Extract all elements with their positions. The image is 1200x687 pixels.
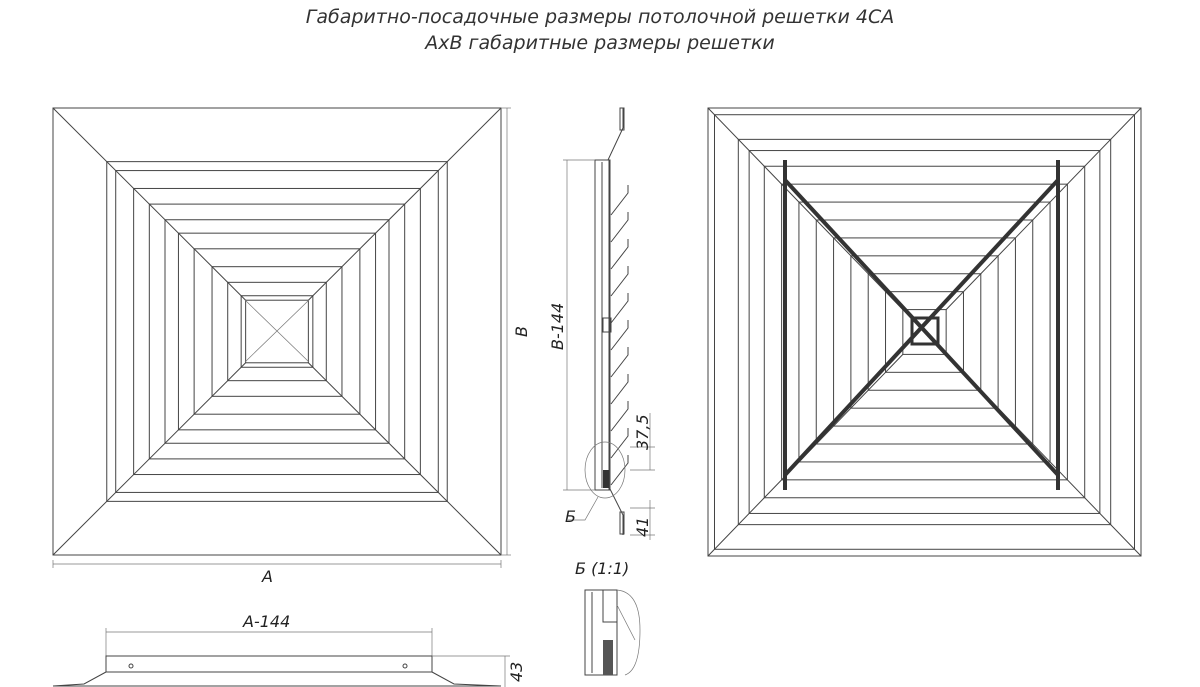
louvre-blade	[610, 185, 629, 216]
detail-view-b: Б (1:1)	[575, 559, 641, 676]
louvre-blade	[610, 401, 629, 432]
grille-frame-square	[52, 107, 502, 556]
dimension-b: В	[501, 107, 531, 556]
grille-frame-square	[850, 255, 999, 409]
louvre-blade	[610, 293, 629, 324]
grille-frame-square	[193, 248, 361, 415]
grille-frame-square	[867, 273, 982, 391]
grille-frame-square	[748, 150, 1101, 514]
grille-frame-square	[737, 138, 1112, 526]
louvre-blade	[610, 428, 629, 459]
grille-frame-square	[902, 309, 947, 355]
grille-diagonal	[707, 107, 904, 310]
grille-frame-square	[781, 183, 1068, 481]
grille-frame-square	[240, 295, 314, 368]
dimension-a-label: А	[261, 567, 273, 586]
grille-frame-square	[713, 114, 1136, 550]
louvre-blade	[610, 455, 629, 486]
grille-diagonal	[945, 107, 1142, 310]
grille-frame-square	[763, 165, 1086, 499]
grille-diagonal	[308, 362, 502, 556]
grille-frame-square	[148, 203, 406, 460]
louvre-blade	[610, 239, 629, 270]
depth-dimension-label: 43	[507, 662, 526, 682]
dimension-a-144-label: А-144	[242, 612, 290, 631]
center-cross	[244, 299, 310, 363]
louvre-pitch-label: 37,5	[633, 414, 652, 450]
louvre-blade	[610, 374, 629, 405]
grille-frame-square	[211, 266, 343, 397]
grille-frame-square	[133, 187, 421, 476]
grille-frame-square	[815, 219, 1034, 445]
louvre-blade	[610, 266, 629, 297]
rear-cross-bars	[783, 160, 1060, 490]
grille-frame-square	[885, 291, 964, 373]
detail-callout-label: Б	[565, 507, 576, 526]
grille-diagonal	[52, 362, 246, 556]
grille-frame-square	[833, 237, 1016, 427]
grille-frame-square	[106, 161, 448, 502]
grille-diagonal	[308, 107, 502, 301]
flange-dimension-label: 41	[633, 517, 652, 537]
grille-frame-square	[245, 299, 309, 364]
louvre-blade	[610, 212, 629, 243]
grille-frame-square	[707, 107, 1142, 557]
drawing-subtitle: АхВ габаритные размеры решетки	[425, 32, 775, 54]
detail-view-label: Б (1:1)	[575, 559, 629, 578]
grille-frame-square	[227, 281, 327, 382]
grille-frame-square	[164, 219, 390, 444]
dimension-b-144-label: В-144	[548, 303, 567, 350]
dimension-b-label: В	[512, 326, 531, 337]
grille-diagonal	[52, 107, 246, 301]
drawing-title: Габаритно-посадочные размеры потолочной …	[305, 6, 895, 28]
side-view: Б В-144 37,5 41	[548, 107, 655, 540]
louvre-blade	[610, 347, 629, 378]
grille-frame-square	[177, 232, 377, 431]
grille-frame-square	[115, 170, 439, 493]
grille-frame-square	[798, 201, 1051, 463]
front-view-grille	[52, 107, 502, 556]
rear-view-grille	[707, 107, 1142, 557]
louvre-blade	[610, 320, 629, 351]
dimension-a: А	[52, 560, 502, 586]
bottom-view: А-144 43	[52, 612, 526, 687]
